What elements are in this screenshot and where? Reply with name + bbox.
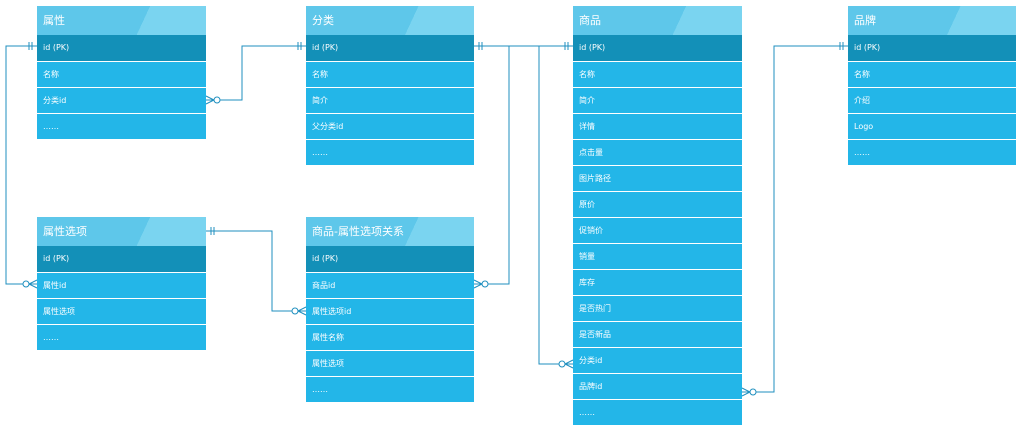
- field-row: 名称: [37, 61, 206, 87]
- field-row: id (PK): [306, 246, 474, 272]
- entity-attr-title: 属性: [37, 6, 206, 35]
- entity-brand-title: 品牌: [848, 6, 1016, 35]
- field-row: 属性选项: [37, 298, 206, 324]
- field-row: 名称: [848, 61, 1016, 87]
- entity-product-title: 商品: [573, 6, 742, 35]
- field-row: id (PK): [306, 35, 474, 61]
- link-attroption-rel: [206, 230, 306, 312]
- field-row: 名称: [306, 61, 474, 87]
- field-row: 介绍: [848, 87, 1016, 113]
- entity-attr-option-title: 属性选项: [37, 217, 206, 246]
- link-attr-category: [206, 45, 306, 101]
- field-row: 销量: [573, 243, 742, 269]
- field-row: 父分类id: [306, 113, 474, 139]
- link-category-product: [474, 45, 573, 365]
- field-row: ……: [306, 376, 474, 402]
- field-row: Logo: [848, 113, 1016, 139]
- entity-category: 分类 id (PK) 名称 简介 父分类id ……: [306, 6, 474, 165]
- field-row: 点击量: [573, 139, 742, 165]
- field-row: 库存: [573, 269, 742, 295]
- field-row: ……: [306, 139, 474, 165]
- entity-attr-option: 属性选项 id (PK) 属性id 属性选项 ……: [37, 217, 206, 350]
- field-row: 原价: [573, 191, 742, 217]
- field-row: id (PK): [37, 246, 206, 272]
- field-row: 图片路径: [573, 165, 742, 191]
- field-row: ……: [573, 399, 742, 425]
- link-attr-attroption: [5, 45, 37, 285]
- one-markers: [28, 42, 844, 235]
- field-row: 简介: [306, 87, 474, 113]
- field-row: id (PK): [573, 35, 742, 61]
- link-brand-product: [742, 45, 848, 393]
- field-row: 品牌id: [573, 373, 742, 399]
- field-row: 是否热门: [573, 295, 742, 321]
- field-row: 分类id: [37, 87, 206, 113]
- field-row: id (PK): [37, 35, 206, 61]
- field-row: id (PK): [848, 35, 1016, 61]
- field-row: 名称: [573, 61, 742, 87]
- field-row: ……: [37, 113, 206, 139]
- field-row: 详情: [573, 113, 742, 139]
- many-markers: [22, 95, 757, 397]
- field-row: 属性选项id: [306, 298, 474, 324]
- entity-product: 商品 id (PK) 名称 简介 详情 点击量 图片路径 原价 促销价 销量 库…: [573, 6, 742, 425]
- field-row: 商品id: [306, 272, 474, 298]
- field-row: ……: [37, 324, 206, 350]
- field-row: 属性id: [37, 272, 206, 298]
- entity-attr: 属性 id (PK) 名称 分类id ……: [37, 6, 206, 139]
- field-row: 是否新品: [573, 321, 742, 347]
- field-row: 分类id: [573, 347, 742, 373]
- entity-category-title: 分类: [306, 6, 474, 35]
- entity-product-attr-rel: 商品-属性选项关系 id (PK) 商品id 属性选项id 属性名称 属性选项 …: [306, 217, 474, 402]
- link-product-rel: [474, 45, 573, 285]
- field-row: 简介: [573, 87, 742, 113]
- entity-brand: 品牌 id (PK) 名称 介绍 Logo ……: [848, 6, 1016, 165]
- field-row: 属性名称: [306, 324, 474, 350]
- field-row: ……: [848, 139, 1016, 165]
- field-row: 促销价: [573, 217, 742, 243]
- entity-product-attr-rel-title: 商品-属性选项关系: [306, 217, 474, 246]
- field-row: 属性选项: [306, 350, 474, 376]
